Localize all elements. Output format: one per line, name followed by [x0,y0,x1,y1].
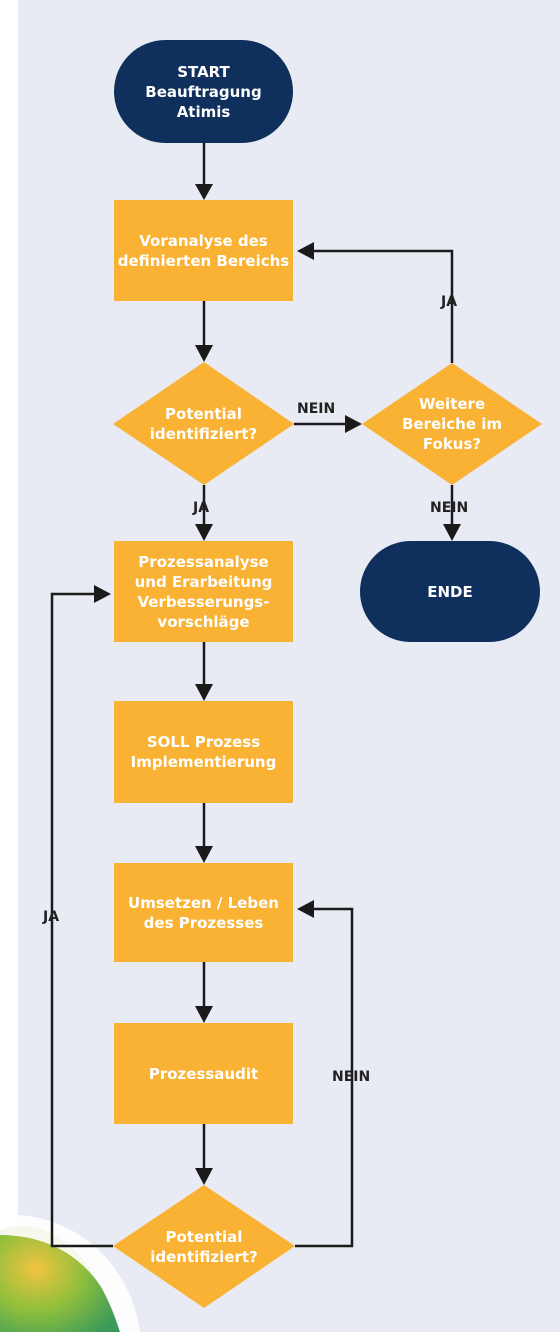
umsetzen-label: Umsetzen / Leben des Prozesses [128,893,279,932]
potential-decision-2 [113,1185,295,1308]
edge-label-ja-down: JA [193,500,210,516]
prozessanalyse-box [114,541,293,642]
end-label: ENDE [427,582,473,601]
soll-prozess-box [114,701,293,803]
edge-label-nein-right-loop: NEIN [332,1069,371,1085]
potential-decision-1 [113,362,294,485]
prozessaudit-label: Prozessaudit [148,1064,259,1083]
umsetzen-box [114,863,293,962]
end-terminal [360,541,540,642]
edge-label-nein-right: NEIN [297,401,336,417]
edge-label-ja-left-loop: JA [43,909,60,925]
weitere-bereiche-decision [362,363,542,485]
edge-label-ja-loop-top: JA [441,294,458,310]
voranalyse-label: Voranalyse des definierten Bereichs [117,231,290,270]
arrowheads [94,184,461,1185]
voranalyse-box [114,200,293,301]
prozessaudit-box [114,1023,293,1124]
potential-2-label: Potential identifiziert? [150,1227,258,1266]
start-terminal [114,40,293,143]
soll-prozess-label: SOLL Prozess Implementierung [130,733,277,771]
decorative-corner-graphic [0,1214,140,1332]
start-label: START Beauftragung Atimis [145,62,262,121]
potential-1-label: Potential identifiziert? [149,404,258,443]
prozessanalyse-label: Prozessanalyse und Erarbeitung Verbesser… [134,552,273,631]
edge-label-nein-down: NEIN [430,500,469,516]
weitere-bereiche-label: Weitere Bereiche im Fokus? [401,395,503,453]
